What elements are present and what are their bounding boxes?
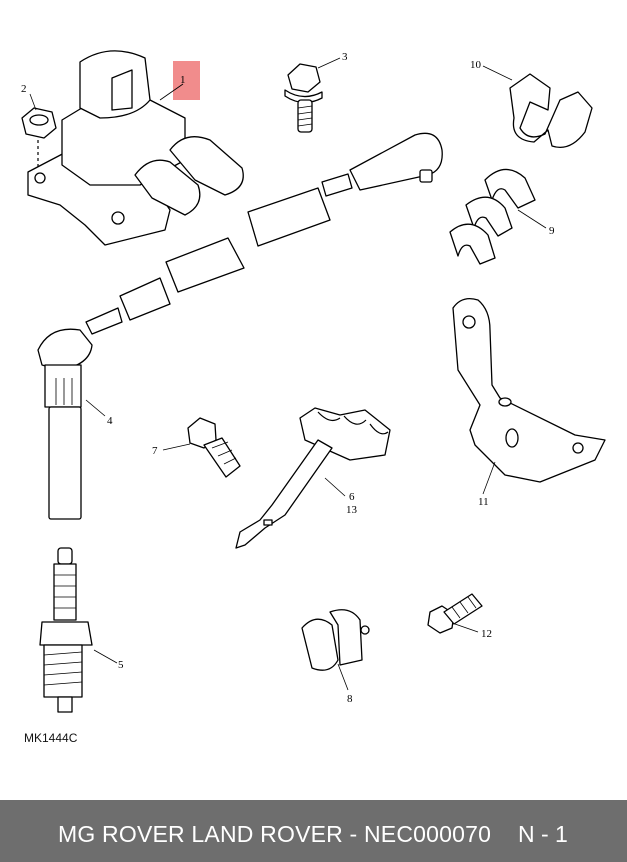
footer-bar: MG ROVER LAND ROVER - NEC000070 N - 1: [0, 800, 627, 862]
callout-5: 5: [118, 659, 124, 671]
mounting-bracket-part-11[interactable]: [452, 297, 606, 483]
clip-part-8[interactable]: [301, 609, 370, 671]
spark-plug-part-5[interactable]: [39, 547, 93, 713]
parts-diagram: 1 2 3 4 5 6 13 7 8 9 10 11 12: [21, 50, 606, 713]
callout-11: 11: [478, 496, 489, 508]
footer-title: MG ROVER LAND ROVER - NEC000070: [58, 821, 492, 847]
clip-part-10[interactable]: [509, 73, 593, 149]
callout-3: 3: [342, 51, 348, 63]
callout-7: 7: [152, 445, 158, 457]
callout-8: 8: [347, 693, 353, 705]
callout-1: 1: [180, 74, 186, 86]
nut-part-2[interactable]: [21, 107, 57, 168]
ht-lead-part-4[interactable]: [37, 132, 443, 520]
bolt-part-12[interactable]: [427, 593, 483, 634]
callout-6: 6: [349, 491, 355, 503]
lead-bracket-part-6-13[interactable]: [235, 407, 391, 549]
callout-13: 13: [346, 504, 358, 516]
highlight-marker: [173, 61, 200, 100]
diagram-reference-code: MK1444C: [24, 731, 78, 745]
footer-page-code: N - 1: [518, 821, 568, 847]
callout-4: 4: [107, 415, 113, 427]
clip-part-9[interactable]: [449, 168, 536, 265]
callout-9: 9: [549, 225, 555, 237]
callout-12: 12: [481, 628, 492, 640]
callout-10: 10: [470, 59, 482, 71]
callout-2: 2: [21, 83, 27, 95]
ignition-coil-part-1[interactable]: [27, 50, 244, 246]
leader-lines: [29, 57, 547, 691]
bolt-part-3[interactable]: [284, 63, 323, 133]
bolt-part-7[interactable]: [187, 417, 241, 478]
